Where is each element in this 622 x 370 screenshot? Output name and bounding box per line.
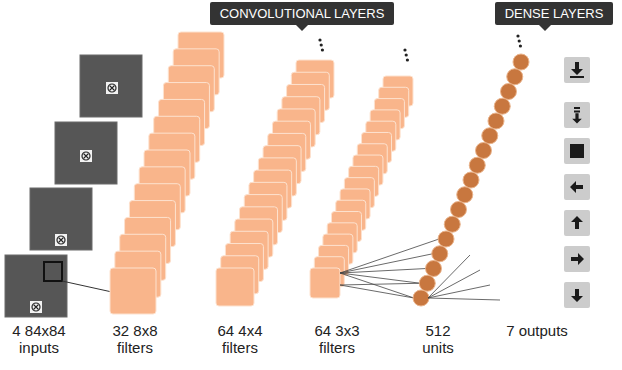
layer-caption: 64 3x3 filters	[301, 322, 373, 356]
dense-unit	[507, 69, 523, 85]
dense-unit	[482, 128, 498, 144]
dense-connection	[340, 239, 439, 273]
dense-unit	[413, 290, 429, 306]
filter-map	[110, 268, 156, 314]
dense-connection	[340, 269, 427, 274]
continuation-dot	[403, 48, 406, 51]
dense-unit	[426, 261, 442, 277]
stop-square	[570, 144, 584, 158]
action-arrow	[571, 289, 583, 302]
caption-text: 64 4x4 filters	[217, 322, 262, 356]
layer-caption: 512 units	[416, 322, 460, 356]
caption-text: 512 units	[422, 322, 454, 356]
dense-connection	[428, 285, 490, 298]
action-tile	[564, 282, 590, 308]
action-tile	[564, 102, 590, 128]
dense-unit	[419, 275, 435, 291]
continuation-dot	[406, 58, 409, 61]
input-frame	[5, 255, 67, 317]
dense-unit	[476, 143, 492, 159]
filter-map	[310, 268, 340, 298]
input-frame	[30, 188, 92, 250]
dense-connection	[340, 254, 433, 273]
dense-unit	[432, 246, 448, 262]
dense-unit	[513, 54, 529, 70]
continuation-dot	[320, 43, 323, 46]
caption-text: 64 3x3 filters	[314, 322, 359, 356]
dense-connection	[428, 255, 470, 298]
arrow-dash	[574, 111, 580, 113]
agent-icon	[57, 236, 65, 244]
agent-icon	[108, 84, 116, 92]
filter-map	[216, 268, 254, 306]
banner-text: DENSE LAYERS	[505, 6, 604, 21]
agent-tile	[106, 82, 118, 94]
dense-unit	[469, 157, 485, 173]
agent-icon	[82, 152, 90, 160]
action-arrow	[571, 253, 584, 265]
dense-unit	[463, 172, 479, 188]
caption-text: 4 84x84 inputs	[12, 322, 65, 356]
dense-connection	[340, 285, 414, 298]
agent-icon	[84, 154, 89, 159]
action-tile	[564, 138, 590, 164]
action-tile	[564, 246, 590, 272]
dense-connection	[340, 283, 420, 285]
action-tile	[564, 57, 590, 83]
arrow-bar	[570, 76, 584, 78]
layer-caption: 4 84x84 inputs	[3, 322, 75, 356]
layer-banner: DENSE LAYERS	[495, 2, 614, 25]
banner-text: CONVOLUTIONAL LAYERS	[220, 6, 385, 21]
agent-icon	[59, 238, 64, 243]
agent-tile	[55, 234, 67, 246]
agent-tile	[80, 150, 92, 162]
continuation-dot	[518, 39, 521, 42]
action-tile	[564, 210, 590, 236]
arrow-shape	[571, 62, 583, 75]
receptive-field	[44, 262, 62, 281]
action-arrow	[572, 113, 582, 123]
layer-caption: 64 4x4 filters	[204, 322, 276, 356]
agent-icon	[34, 305, 39, 310]
arrow-shape	[571, 289, 583, 302]
dense-connection	[340, 273, 414, 298]
dense-connection	[428, 270, 480, 298]
input-frame	[55, 122, 117, 184]
dense-unit	[501, 84, 517, 100]
action-tile	[564, 174, 590, 200]
input-frame	[80, 55, 142, 117]
action-arrow	[571, 62, 583, 75]
dense-unit	[438, 231, 454, 247]
layer-caption: 7 outputs	[506, 322, 568, 339]
continuation-dot	[519, 44, 522, 47]
caption-text: 7 outputs	[506, 322, 568, 339]
agent-icon	[32, 303, 40, 311]
dense-unit	[488, 113, 504, 129]
agent-icon	[110, 86, 115, 91]
action-arrow	[571, 216, 583, 229]
dense-unit	[457, 187, 473, 203]
arrow-shape	[571, 216, 583, 229]
arrow-shape	[571, 253, 584, 265]
caption-text: 32 8x8 filters	[112, 322, 157, 356]
continuation-dot	[516, 34, 519, 37]
dense-unit	[444, 216, 460, 232]
dense-unit	[451, 202, 467, 218]
layer-caption: 32 8x8 filters	[99, 322, 171, 356]
continuation-dot	[321, 48, 324, 51]
layer-banner: CONVOLUTIONAL LAYERS	[210, 2, 395, 25]
dense-connection	[428, 298, 500, 300]
agent-tile	[30, 301, 42, 313]
continuation-dot	[318, 38, 321, 41]
dense-unit	[494, 98, 510, 114]
receptive-line	[62, 281, 112, 292]
arrow-dash	[574, 107, 580, 109]
continuation-dot	[405, 53, 408, 56]
action-arrow	[570, 181, 583, 193]
arrow-shape	[570, 181, 583, 193]
arrow-shape	[572, 113, 582, 123]
dense-connection	[340, 273, 420, 283]
